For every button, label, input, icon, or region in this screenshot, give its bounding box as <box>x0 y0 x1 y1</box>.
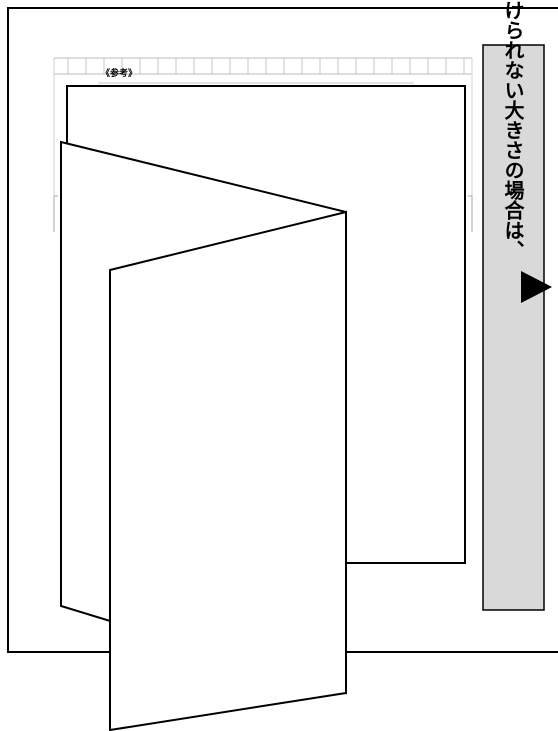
callout-arrow <box>521 271 552 303</box>
document-guide <box>53 57 473 232</box>
size-callout: 《表に貼り付けられない大きさの場合は、 <box>482 0 552 611</box>
folded-sheet-front-panel <box>109 210 347 731</box>
reference-label: 《参考》 <box>101 67 137 79</box>
callout-text: 《表に貼り付けられない大きさの場合は、 <box>501 0 525 260</box>
callout-box <box>482 44 545 611</box>
